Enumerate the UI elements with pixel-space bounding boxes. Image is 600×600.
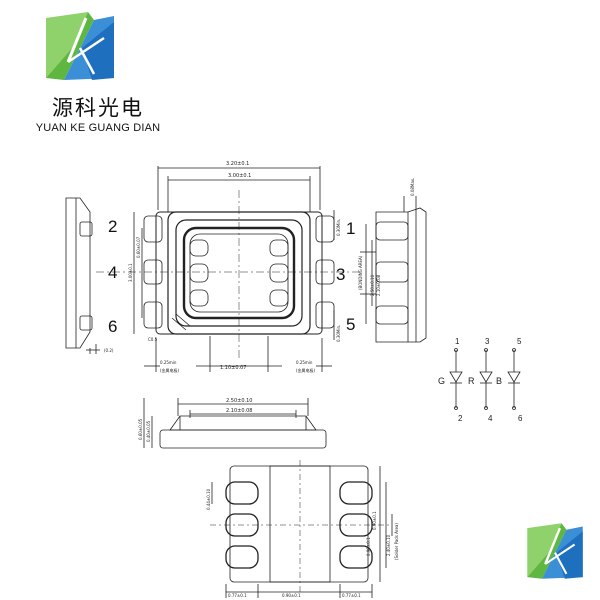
side-right-bonding-note: (BONDING AREA) [358,255,363,290]
top-pad-right: 0.25min [296,360,313,365]
side-view-right: 0.08Max. 2.50±0.10 2.10±0.08 (BONDING AR… [358,178,427,343]
pin-label-6: 6 [108,317,117,336]
top-pad-right-note: (金属电极) [296,367,316,373]
side-right-bonding-outer: 2.50±0.10 [370,274,375,296]
schematic-label-g: G [438,376,445,386]
top-pad-left-note: (金属电极) [160,367,180,373]
schematic-bottom-4: 4 [488,414,493,423]
pin-label-4: 4 [108,263,117,282]
pin-label-1: 1 [346,219,355,238]
footprint-pitch: 0.90±0.1 [366,537,371,556]
top-height-inner: 0.60±0.07 [136,236,141,258]
schematic-top-1: 1 [455,337,460,346]
footprint-bottom-center: 0.90±0.1 [282,593,301,598]
schematic-label-r: R [468,376,475,386]
corner-chamfer-label: C0.5 [148,337,158,342]
brand-name-en: YUAN KE GUANG DIAN [35,122,161,134]
footprint-bottom-right: 0.77±0.1 [342,593,361,598]
top-pad-left: 0.25min [160,360,177,365]
front-width-inner: 2.10±0.08 [226,408,252,414]
footprint-total-h: 2.40±0.10 [386,534,391,556]
pin-label-2: 2 [108,217,117,236]
top-height-outer: 3.00±0.1 [128,263,133,282]
pin-label-3: 3 [336,265,345,284]
brand-logo-icon [46,12,114,80]
led-schematic: G R B 1 3 5 2 4 6 [438,337,523,423]
schematic-bottom-2: 2 [458,414,463,423]
front-width-outer: 2.50±0.10 [226,398,252,404]
front-height-2: 0.40±0.05 [146,420,151,442]
footprint-pitch-2: 0.90±0.1 [372,511,377,530]
top-gap-bottom: 0.30Min. [336,325,341,342]
top-width-inner: 3.00±0.1 [228,173,251,179]
footprint-pad-h: 0.44±0.10 [206,488,211,510]
side-left-dim: (0.2) [104,348,114,353]
schematic-top-5: 5 [517,337,522,346]
side-right-top-dim: 0.08Max. [410,178,415,196]
schematic-label-b: B [496,376,502,386]
top-width-outer: 3.20±0.1 [226,161,249,167]
front-height-1: 0.60±0.05 [138,418,143,440]
schematic-top-3: 3 [485,337,490,346]
top-view: 3.20±0.1 3.00±0.1 3.00±0.1 0. [96,161,360,373]
schematic-bottom-6: 6 [518,414,523,423]
footprint-solder-note: (Solder Pads Area) [394,523,399,560]
side-right-bonding-inner: 2.10±0.08 [376,274,381,296]
front-view: 2.50±0.10 2.10±0.08 0.60±0.05 0.40±0.05 [138,398,327,449]
brand-name-cn: 源科光电 [52,96,144,120]
top-center-pitch: 1.10±0.07 [220,365,246,371]
footprint-view: 0.44±0.10 0.90±0.1 0.90±0.1 2.40±0.10 (S… [206,460,399,598]
top-gap-top: 0.30Min. [336,219,341,236]
footprint-bottom-left: 0.77±0.1 [228,593,247,598]
side-view-left: (0.2) [65,197,114,354]
pin-label-5: 5 [346,315,355,334]
brand-logo-small-icon [527,523,583,579]
